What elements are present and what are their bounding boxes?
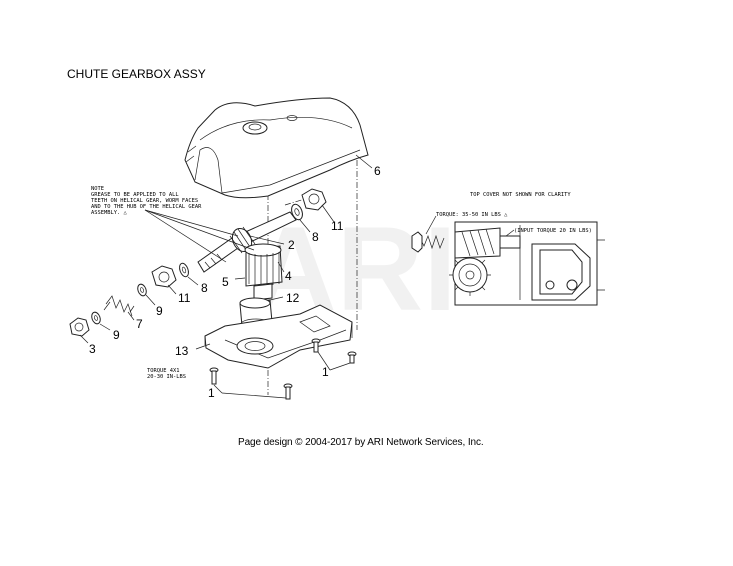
svg-text:TEETH ON HELICAL GEAR, WORM FA: TEETH ON HELICAL GEAR, WORM FACES	[91, 198, 198, 204]
callout-11-upper: 11	[331, 219, 344, 233]
leader-line	[277, 261, 285, 273]
leader-line	[234, 277, 246, 280]
callout-8-lower: 8	[201, 281, 208, 295]
helical-gear[interactable]	[244, 243, 283, 301]
svg-text:ASSEMBLY. △: ASSEMBLY. △	[91, 210, 127, 216]
center-line	[284, 194, 319, 206]
page-title: CHUTE GEARBOX ASSY	[67, 67, 206, 81]
callout-5: 5	[222, 275, 229, 289]
leader-line	[269, 296, 284, 301]
callout-6: 6	[374, 164, 381, 178]
washer-lower[interactable]	[178, 262, 190, 278]
leader-line	[355, 154, 373, 169]
assembled-view[interactable]	[411, 221, 605, 306]
washer-9-upper[interactable]	[136, 283, 148, 297]
grease-note: NOTE GREASE TO BE APPLIED TO ALL TEETH O…	[91, 186, 202, 216]
callout-7: 7	[136, 317, 143, 331]
svg-text:NOTE: NOTE	[91, 186, 104, 192]
leader-line	[317, 351, 331, 371]
callout-1-right: 1	[322, 365, 329, 379]
leader-line	[221, 392, 287, 399]
leader-line	[144, 209, 255, 251]
leader-line	[425, 215, 437, 235]
washer-upper[interactable]	[290, 203, 305, 221]
gearbox-cover[interactable]	[184, 97, 369, 199]
spring[interactable]	[103, 295, 135, 317]
leader-line	[144, 209, 239, 237]
svg-text:AND TO THE HUB OF THE HELICAL: AND TO THE HUB OF THE HELICAL GEAR	[91, 204, 202, 210]
screw-plate-right[interactable]	[347, 351, 357, 364]
copyright-footer: Page design © 2004-2017 by ARI Network S…	[238, 437, 484, 448]
callout-4: 4	[285, 269, 292, 283]
leader-line	[145, 294, 156, 306]
screw-bottom-left[interactable]	[209, 367, 219, 385]
nut-upper[interactable]	[301, 188, 327, 211]
leader-line	[213, 384, 223, 394]
top-cover-note: TOP COVER NOT SHOWN FOR CLARITY	[470, 192, 571, 198]
leader-line	[127, 311, 135, 321]
leader-line	[299, 219, 311, 233]
leader-line	[195, 343, 211, 350]
callout-12: 12	[286, 291, 300, 305]
callout-9-lower: 9	[113, 328, 120, 342]
leader-line	[505, 229, 515, 237]
base-plate[interactable]	[204, 304, 353, 369]
washer-9-lower[interactable]	[90, 311, 102, 325]
leader-line	[167, 284, 177, 295]
callout-2: 2	[288, 238, 295, 252]
leader-line	[187, 276, 199, 286]
cap-nut[interactable]	[69, 317, 90, 337]
worm-shaft[interactable]	[197, 211, 297, 273]
leader-line	[329, 362, 351, 371]
callout-9-upper: 9	[156, 304, 163, 318]
callout-8-upper: 8	[312, 230, 319, 244]
callout-11-lower: 11	[178, 291, 191, 305]
leader-line	[99, 323, 111, 331]
screw-bottom-right[interactable]	[283, 383, 293, 400]
torque-note-bottom-value: 20-30 IN-LBS	[147, 374, 186, 380]
callout-1-bottom: 1	[208, 386, 215, 400]
callout-3: 3	[89, 342, 96, 356]
screw-plate-left[interactable]	[311, 338, 321, 353]
input-torque-note: (INPUT TORQUE 20 IN LBS)	[514, 228, 592, 234]
callout-13: 13	[175, 344, 189, 358]
svg-text:GREASE TO BE APPLIED TO ALL: GREASE TO BE APPLIED TO ALL	[91, 192, 179, 198]
nut-lower[interactable]	[151, 265, 177, 288]
torque-side-note: TORQUE: 35-50 IN LBS △	[436, 212, 508, 218]
leader-line	[79, 334, 89, 344]
leader-line	[249, 235, 285, 245]
torque-note-bottom: TORQUE 4X1	[147, 368, 179, 374]
leader-line	[144, 209, 227, 263]
leader-line	[321, 204, 335, 223]
